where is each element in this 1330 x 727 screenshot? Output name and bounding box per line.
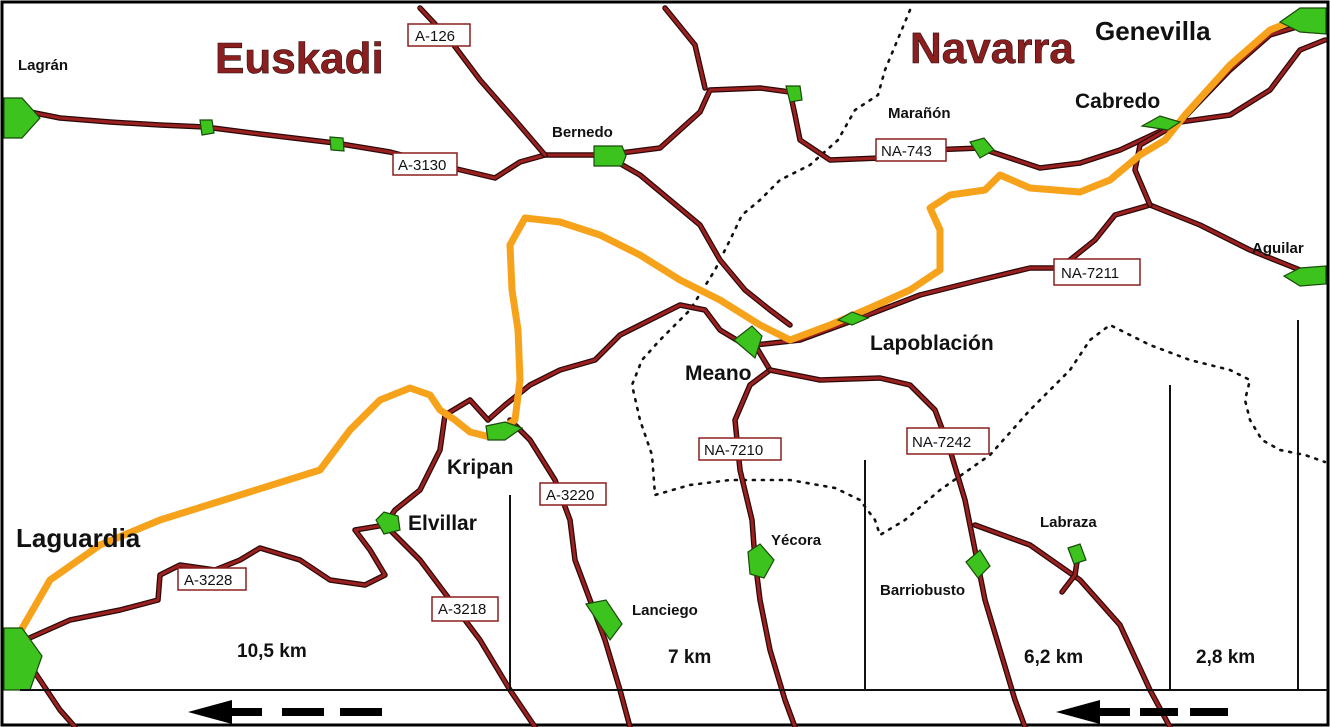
distance-label: 10,5 km	[237, 641, 307, 662]
town-marker-village	[329, 136, 345, 152]
town-marker-bernedo	[593, 145, 627, 167]
road-label-a3228: A-3228	[184, 572, 232, 589]
road-label-na7211: NA-7211	[1061, 265, 1119, 282]
town-label-labraza: Labraza	[1040, 514, 1097, 531]
town-marker-maranon	[969, 137, 995, 159]
distance-label: 6,2 km	[1024, 647, 1083, 668]
town-marker-lapoblacion	[836, 311, 870, 326]
town-label-bernedo: Bernedo	[552, 124, 613, 141]
town-marker-barriobusto	[965, 549, 991, 579]
town-marker-elvillar	[375, 511, 401, 535]
road-label-na7242: NA-7242	[912, 434, 971, 451]
road-label-a3220: A-3220	[546, 487, 594, 504]
orange-route	[16, 14, 1304, 636]
town-label-lapoblacion: Lapoblación	[870, 332, 994, 355]
town-marker-labraza	[1067, 543, 1087, 565]
town-label-lagran: Lagrán	[18, 57, 68, 74]
town-label-maranon: Marañón	[888, 105, 951, 122]
distance-label: 2,8 km	[1196, 647, 1255, 668]
town-marker-genevilla	[1278, 7, 1327, 35]
town-markers	[3, 7, 1327, 691]
town-label-barriobusto: Barriobusto	[880, 582, 965, 599]
arrow-left-icon	[188, 700, 382, 724]
town-label-cabredo: Cabredo	[1075, 90, 1160, 113]
distance-label: 7 km	[668, 647, 711, 668]
road-label-a3130: A-3130	[398, 157, 446, 174]
road-network	[17, 5, 1328, 727]
town-marker-yecora	[747, 543, 775, 579]
town-marker-aguilar	[1282, 265, 1327, 287]
road-label-a3218: A-3218	[438, 601, 486, 618]
road-labels: A-126 A-3130 NA-743 NA-7211 NA-7210 NA-7…	[177, 23, 1141, 622]
town-marker-lanciego	[585, 599, 623, 642]
road-label-a126: A-126	[415, 28, 455, 45]
town-marker-cabredo	[1140, 115, 1182, 131]
road-label-na743: NA-743	[881, 143, 932, 160]
town-label-yecora: Yécora	[771, 532, 822, 549]
town-label-genevilla: Genevilla	[1095, 16, 1211, 46]
arrow-left-icon	[1056, 700, 1228, 724]
region-label-navarra: Navarra	[910, 24, 1074, 73]
town-marker-laguardia	[3, 627, 43, 691]
town-marker-village	[785, 85, 803, 103]
town-label-kripan: Kripan	[447, 456, 514, 479]
town-label-aguilar: Aguilar	[1252, 240, 1304, 257]
town-marker-kripan	[485, 421, 524, 441]
town-marker-meano	[733, 325, 763, 360]
town-label-meano: Meano	[685, 362, 752, 385]
town-marker-lagran	[3, 97, 41, 139]
distance-scale	[20, 320, 1328, 691]
town-label-lanciego: Lanciego	[632, 602, 698, 619]
road-label-na7210: NA-7210	[704, 442, 763, 459]
town-label-laguardia: Laguardia	[16, 523, 141, 553]
region-label-euskadi: Euskadi	[215, 34, 384, 83]
town-label-elvillar: Elvillar	[408, 512, 477, 535]
town-marker-village	[199, 119, 215, 136]
